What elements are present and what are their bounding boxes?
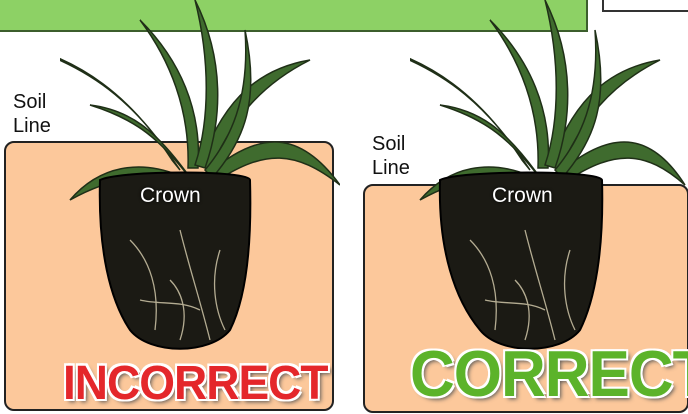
leaf-icon xyxy=(410,45,530,170)
leaf-icon xyxy=(60,45,180,170)
correct-verdict: CORRECT xyxy=(410,337,688,412)
plant-incorrect-illustration xyxy=(60,0,340,360)
leaf-icon xyxy=(490,20,548,168)
plant-correct-illustration xyxy=(410,0,688,360)
crown-label-correct: Crown xyxy=(492,184,553,208)
crown-label-incorrect: Crown xyxy=(140,184,201,208)
leaf-icon xyxy=(140,20,198,168)
incorrect-verdict: INCORRECT xyxy=(63,354,327,411)
soil-line-label-incorrect: Soil Line xyxy=(13,90,51,138)
soil-line-label-correct: Soil Line xyxy=(372,132,410,180)
